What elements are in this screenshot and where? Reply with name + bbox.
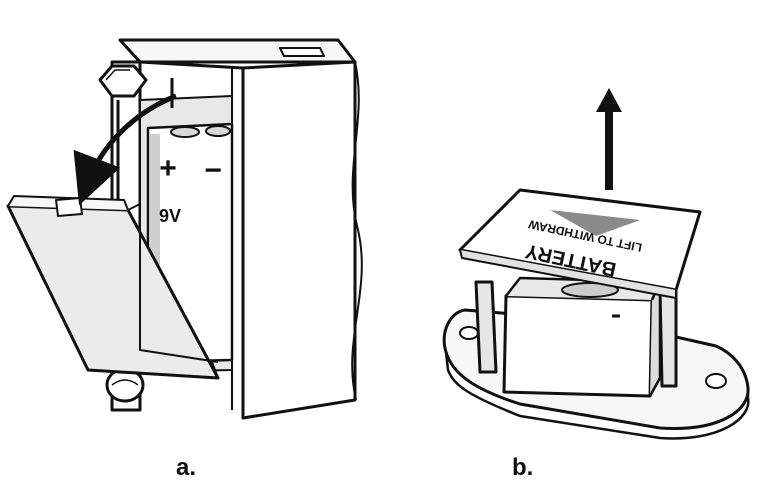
enclosure-cut-edge xyxy=(351,61,363,401)
battery-minus-label: − xyxy=(204,154,222,187)
bolt-top xyxy=(98,64,148,98)
battery-body-b xyxy=(502,294,654,398)
door-latch-tab xyxy=(55,197,83,217)
battery-plus-label: + xyxy=(159,152,177,185)
mounting-hole-left xyxy=(459,326,479,340)
battery-b-terminal xyxy=(561,282,619,298)
holder-clip-left xyxy=(474,280,498,374)
battery-voltage-label: 9V xyxy=(159,206,181,226)
panel-b-illustration xyxy=(442,188,750,440)
tab-arrow-graphic xyxy=(550,210,640,236)
panel-b-label: b. xyxy=(512,454,534,481)
mounting-hole-right xyxy=(705,373,727,389)
battery-terminal-minus xyxy=(205,125,231,137)
holder-clip-right xyxy=(658,288,678,388)
arrow-up-icon xyxy=(596,88,622,190)
battery-terminal-plus xyxy=(170,126,200,138)
enclosure-slot xyxy=(279,47,325,57)
enclosure-front-panel xyxy=(241,60,357,420)
arrow-curved-down-icon xyxy=(73,93,177,206)
panel-a-illustration xyxy=(6,38,363,420)
panel-a-label: a. xyxy=(176,454,197,481)
